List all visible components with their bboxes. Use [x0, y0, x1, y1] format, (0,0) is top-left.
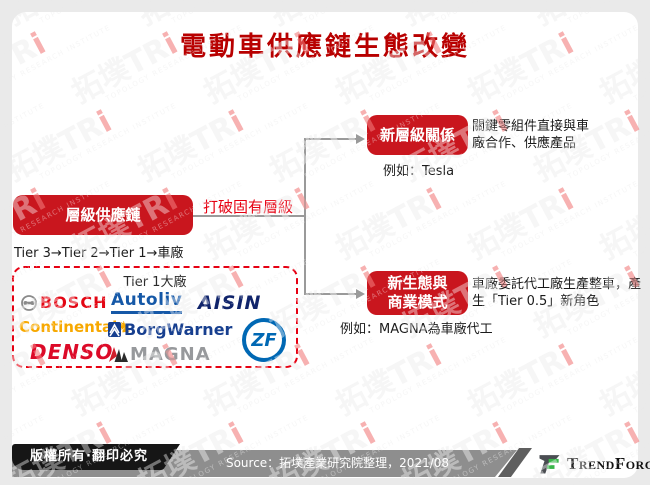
connector-branch-bottom-line [304, 293, 357, 295]
copyright-label: 版權所有·翻印必究 [12, 444, 180, 470]
bosch-logo-text: BOSCH [40, 293, 108, 312]
continental-logo-text: Continental [19, 318, 118, 336]
bosch-armature-icon [21, 294, 37, 311]
zf-logo-text: ZF [251, 329, 277, 351]
denso-logo: DENSO [30, 340, 113, 364]
autoliv-logo: Autoliv [111, 290, 183, 314]
connector-vertical-line [304, 138, 306, 295]
branch-top-description: 關鍵零組件直接與車廠合作、供應產品 [472, 119, 590, 151]
tier-flow-label: Tier 3→Tier 2→Tier 1→車廠 [14, 246, 184, 261]
bosch-logo: BOSCH [21, 293, 107, 312]
borgwarner-logo-text: BorgWarner [124, 320, 233, 339]
tier1-panel: Tier 1大廠 BOSCH Autoliv AISIN Continental [12, 266, 298, 368]
trendforce-logo: TrendForce [537, 450, 650, 477]
branch-bottom-example: 例如：MAGNA為車廠代工 [340, 322, 493, 337]
tier1-panel-title: Tier 1大廠 [123, 275, 187, 290]
branch-top-example: 例如：Tesla [383, 164, 455, 179]
continental-logo: Continental ♞ [19, 317, 133, 337]
source-box: 層級供應鏈 [13, 195, 193, 235]
autoliv-logo-text: Autoliv [111, 290, 183, 310]
zf-logo: ZF [242, 318, 286, 362]
magna-logo: MAGNA [109, 344, 211, 365]
trendforce-logo-text: TrendForce [567, 453, 650, 473]
arrow-bottom-icon [356, 289, 365, 299]
branch-bottom-description: 車廠委託代工廠生產整車，產生「Tier 0.5」新角色 [472, 277, 642, 309]
branch-top-box: 新層級關係 [367, 115, 468, 155]
branch-bottom-box-line2: 商業模式 [387, 293, 448, 311]
borgwarner-icon [108, 322, 121, 337]
source-label: Source：拓墣產業研究院整理，2021/08 [225, 456, 450, 470]
connector-horizontal-line [193, 215, 305, 217]
trendforce-icon [539, 455, 560, 474]
autoliv-underline [111, 311, 183, 314]
arrow-top-icon [356, 134, 365, 144]
magna-m-icon [109, 347, 128, 362]
copyright-tab: 版權所有·翻印必究 [12, 444, 180, 470]
aisin-logo: AISIN [198, 292, 261, 314]
branch-bottom-box: 新生態與 商業模式 [367, 271, 468, 315]
page-title: 電動車供應鏈生態改變 [179, 32, 470, 61]
connector-branch-top-line [304, 138, 357, 140]
denso-logo-text: DENSO [30, 340, 114, 364]
slide-card [12, 12, 638, 478]
aisin-logo-text: AISIN [198, 292, 262, 314]
borgwarner-logo: BorgWarner [108, 320, 232, 339]
magna-logo-text: MAGNA [130, 344, 211, 365]
branch-bottom-box-line1: 新生態與 [387, 274, 448, 292]
transition-label: 打破固有層級 [203, 198, 294, 216]
